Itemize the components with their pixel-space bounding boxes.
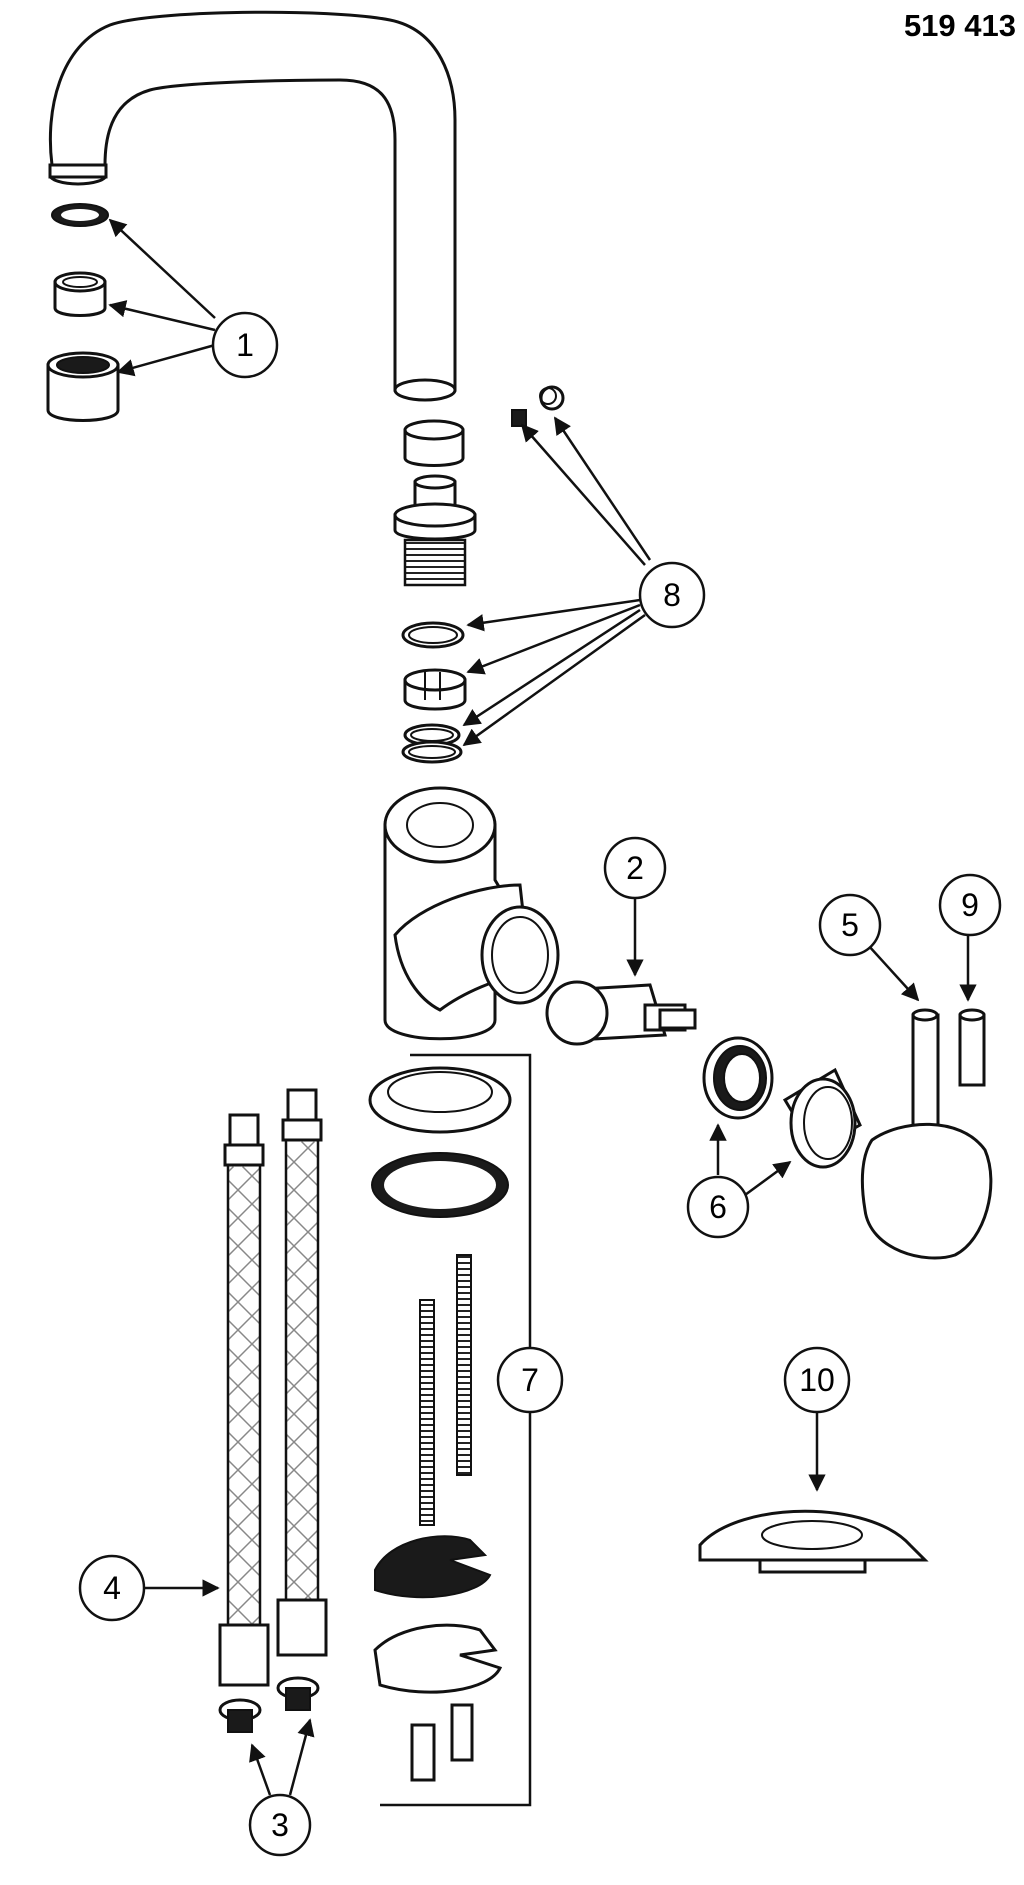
grub-screw <box>511 409 527 427</box>
strainer-right <box>276 1676 320 1711</box>
flexible-hose-right <box>276 1088 328 1657</box>
pin <box>958 1008 986 1087</box>
callout-1: 1 <box>211 311 279 379</box>
strainer-left <box>218 1698 262 1733</box>
small-cap <box>539 385 565 411</box>
callout-8: 8 <box>638 561 706 629</box>
threaded-rod-long <box>456 1254 472 1476</box>
svg-text:1: 1 <box>236 327 254 363</box>
base-flange <box>698 1509 929 1574</box>
svg-text:3: 3 <box>271 1807 289 1843</box>
spout <box>48 10 457 402</box>
aerator-washer <box>51 203 109 227</box>
cover-cap <box>782 1067 862 1169</box>
flexible-hose-left <box>218 1113 270 1687</box>
pressure-plate <box>373 1623 503 1694</box>
spout-o-ring <box>401 621 465 649</box>
document-number: 519 413 <box>903 8 1016 43</box>
fixing-bracket <box>374 1535 492 1599</box>
cartridge <box>545 980 697 1046</box>
callout-2: 2 <box>603 836 667 900</box>
spout-seal-rings <box>401 723 463 764</box>
base-gasket <box>371 1152 509 1218</box>
aerator-insert <box>53 271 107 317</box>
locking-nut <box>702 1036 774 1120</box>
callout-4: 4 <box>78 1554 146 1622</box>
svg-text:2: 2 <box>626 850 644 886</box>
svg-text:4: 4 <box>103 1570 121 1606</box>
part-7-bracket-line <box>380 1053 532 1807</box>
callout-9: 9 <box>938 873 1002 937</box>
callout-3: 3 <box>248 1793 312 1857</box>
svg-text:5: 5 <box>841 907 859 943</box>
svg-text:9: 9 <box>961 887 979 923</box>
spacer-nuts <box>410 1703 474 1782</box>
aerator-housing <box>46 351 120 422</box>
lever-handle <box>860 1008 993 1260</box>
threaded-rod-short <box>419 1299 435 1526</box>
spout-adapter <box>393 474 477 587</box>
base-plate <box>368 1066 512 1134</box>
callout-5: 5 <box>818 893 882 957</box>
callout-10: 10 <box>783 1346 851 1414</box>
leader-lines <box>108 218 977 1796</box>
spout-clip <box>403 668 467 711</box>
svg-text:8: 8 <box>663 577 681 613</box>
callout-6: 6 <box>686 1175 750 1239</box>
svg-text:6: 6 <box>709 1189 727 1225</box>
callout-7: 7 <box>496 1346 564 1414</box>
svg-text:10: 10 <box>799 1362 835 1398</box>
svg-text:7: 7 <box>521 1362 539 1398</box>
spout-sleeve <box>403 419 465 467</box>
tap-body <box>383 786 560 1041</box>
